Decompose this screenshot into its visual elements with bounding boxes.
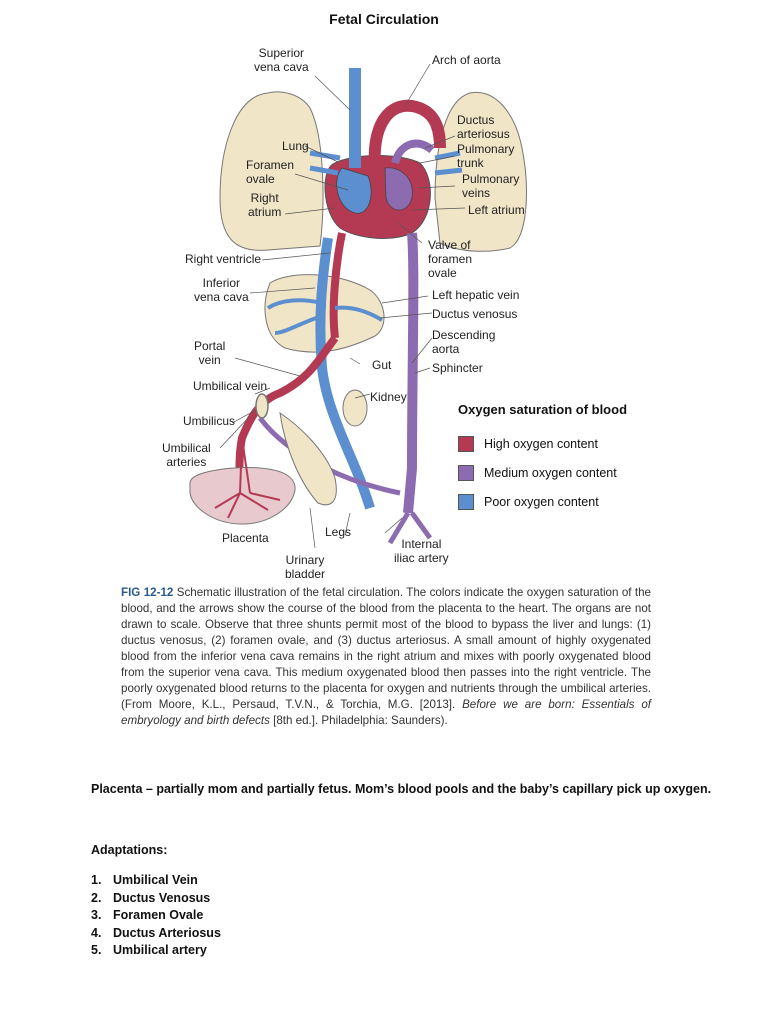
caption-text: Schematic illustration of the fetal circ… xyxy=(121,586,651,711)
legend-title: Oxygen saturation of blood xyxy=(458,402,628,417)
list-item: 3. Foramen Ovale xyxy=(91,908,221,926)
label-left-atrium: Left atrium xyxy=(468,203,525,217)
label-pulmonary-trunk: Pulmonary trunk xyxy=(457,142,515,170)
label-descending-aorta: Descending aorta xyxy=(432,328,496,356)
oxygen-legend: Oxygen saturation of blood High oxygen c… xyxy=(458,402,648,516)
right-lung-shape xyxy=(219,91,324,251)
legend-label-poor: Poor oxygen content xyxy=(484,494,599,509)
adaptations-heading: Adaptations: xyxy=(91,843,168,857)
bladder-shape xyxy=(279,411,337,506)
legend-item-medium: Medium oxygen content xyxy=(458,458,648,487)
label-umbilical-vein: Umbilical vein xyxy=(193,379,268,393)
placenta-vessels xyxy=(214,437,281,519)
legend-swatch-high xyxy=(458,435,474,452)
list-item-number: 1. xyxy=(91,873,102,887)
list-item-label: Ductus Arteriosus xyxy=(113,925,221,940)
label-inferior-vena-cava: Inferior vena cava xyxy=(194,276,249,304)
umbilicus-ring xyxy=(255,393,269,419)
label-ductus-venosus: Ductus venosus xyxy=(432,307,518,321)
label-superior-vena-cava: Superior vena cava xyxy=(254,46,309,74)
label-kidney: Kidney xyxy=(370,390,407,404)
hepatic-branches xyxy=(266,298,384,335)
circulation-illustration xyxy=(189,63,527,549)
ductus-arteriosus-vessel xyxy=(391,139,435,165)
label-sphincter: Sphincter xyxy=(432,361,483,375)
label-umbilical-arteries: Umbilical arteries xyxy=(162,441,211,469)
placenta-note: Placenta – partially mom and partially f… xyxy=(91,782,712,796)
legend-swatch-medium xyxy=(458,464,474,481)
list-item-number: 2. xyxy=(91,890,102,905)
document-title: Fetal Circulation xyxy=(329,11,439,27)
aortic-arch-vessel xyxy=(368,99,446,169)
inferior-vena-cava-vessel xyxy=(315,237,375,510)
label-pulmonary-veins: Pulmonary veins xyxy=(462,172,520,200)
iliac-arteries xyxy=(387,511,433,545)
caption-source-title: Before we are born: Essentials of embryo… xyxy=(121,698,651,727)
placenta-shape xyxy=(189,467,296,525)
figure-caption: FIG 12-12 Schematic illustration of the … xyxy=(121,585,651,729)
label-left-hepatic-vein: Left hepatic vein xyxy=(432,288,520,302)
figure-number: FIG 12-12 xyxy=(121,586,174,599)
heart-purple-chamber xyxy=(384,167,413,211)
label-umbilicus: Umbilicus xyxy=(183,414,236,428)
kidney-shape xyxy=(342,389,368,427)
label-lung: Lung xyxy=(282,139,309,153)
list-item: 2. Ductus Venosus xyxy=(91,891,221,909)
heart-blue-chamber xyxy=(336,167,372,214)
legend-label-medium: Medium oxygen content xyxy=(484,465,617,480)
list-item: 1. Umbilical Vein xyxy=(91,873,221,891)
label-right-ventricle: Right ventricle xyxy=(185,252,262,266)
label-arch-of-aorta: Arch of aorta xyxy=(432,53,501,67)
label-urinary-bladder: Urinary bladder xyxy=(285,553,326,581)
descending-aorta-vessel xyxy=(403,232,419,514)
label-leader-lines xyxy=(219,63,466,549)
legend-label-high: High oxygen content xyxy=(484,436,598,451)
label-placenta: Placenta xyxy=(222,531,269,545)
list-item-number: 3. xyxy=(91,908,102,922)
label-valve-of-foramen-ovale: Valve of foramen ovale xyxy=(428,238,473,280)
legend-item-poor: Poor oxygen content xyxy=(458,487,648,516)
label-internal-iliac-artery: Internal iliac artery xyxy=(394,537,449,565)
label-gut: Gut xyxy=(372,358,392,372)
legend-swatch-poor xyxy=(458,493,474,510)
label-portal-vein: Portal vein xyxy=(194,339,226,367)
caption-source-rest: [8th ed.]. Philadelphia: Saunders). xyxy=(269,714,448,727)
adaptations-list: 1. Umbilical Vein 2. Ductus Venosus 3. Fora… xyxy=(91,873,221,961)
list-item-label: Foramen Ovale xyxy=(113,908,204,922)
legend-item-high: High oxygen content xyxy=(458,429,648,458)
fetal-circulation-figure: Superior vena cava Arch of aorta Lung Du… xyxy=(150,38,630,583)
label-foramen-ovale: Foramen ovale xyxy=(246,158,295,186)
list-item-number: 4. xyxy=(91,925,102,940)
list-item-label: Ductus Venosus xyxy=(113,890,211,905)
label-legs: Legs xyxy=(325,525,352,539)
inferior-vena-cava-red xyxy=(329,232,346,339)
list-item: 4. Ductus Arteriosus xyxy=(91,926,221,944)
list-item: 5. Umbilical artery xyxy=(91,943,221,961)
list-item-number: 5. xyxy=(91,943,102,957)
list-item-label: Umbilical artery xyxy=(113,943,207,957)
label-ductus-arteriosus: Ductus arteriosus xyxy=(457,113,510,141)
list-item-label: Umbilical Vein xyxy=(113,873,198,887)
label-right-atrium: Right atrium xyxy=(248,191,282,219)
